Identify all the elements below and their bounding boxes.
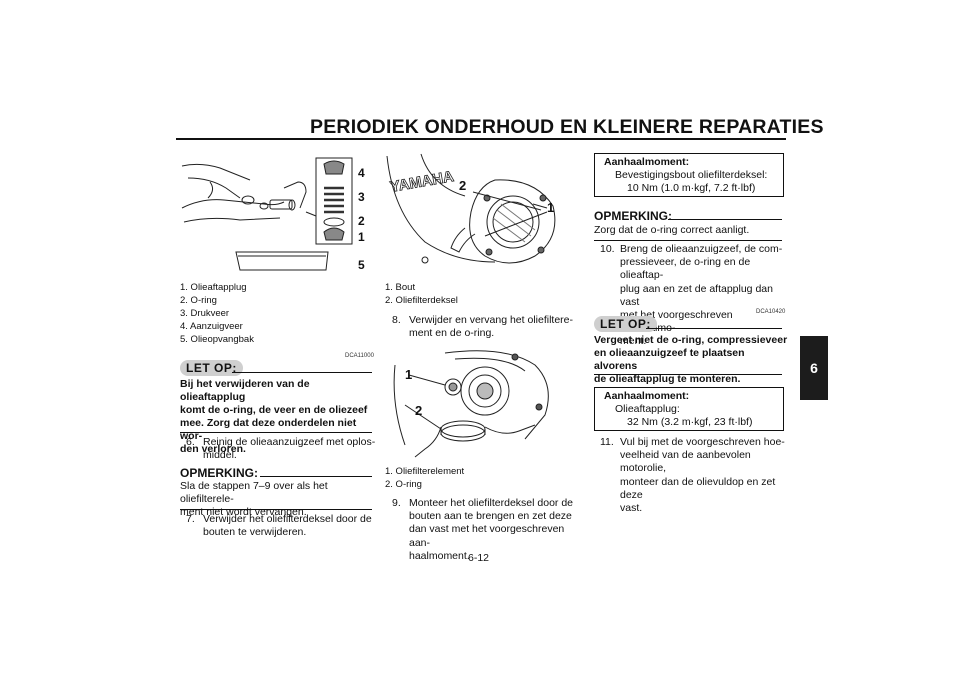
torque-box-drain-plug: Aanhaalmoment: Olieaftapplug: 32 Nm (3.2… — [594, 387, 784, 431]
step-line: plug aan en zet de aftapplug dan vast — [620, 282, 773, 308]
caption-item: 1. Olieaftapplug — [180, 282, 247, 293]
caution-line: komt de o-ring, de veer en de oliezeef — [180, 404, 368, 416]
caption-item: 5. Olieopvangbak — [180, 334, 254, 345]
caution-line: mee. Zorg dat deze onderdelen niet wor- — [180, 417, 357, 442]
step-line: monteer dan de olievuldop en zet deze — [620, 475, 776, 501]
caption-item: 2. O-ring — [385, 479, 422, 490]
callout-1: 1 — [547, 200, 555, 215]
caution-rule — [232, 372, 372, 373]
step-line: veelheid van de aanbevolen motorolie, — [620, 449, 751, 475]
step-10: 10. Breng de olieaanzuigzeef, de com- pr… — [600, 243, 790, 349]
step-8: 8. Verwijder en vervang het oliefiltere-… — [392, 314, 582, 340]
step-11: 11. Vul bij met de voorgeschreven hoe- v… — [600, 436, 790, 515]
step-line: Verwijder het oliefilterdeksel door de — [203, 513, 372, 525]
caption-item: 3. Drukveer — [180, 308, 230, 319]
figure-caption-list: 1. Oliefilterelement 2. O-ring — [385, 465, 464, 491]
caution-line: de olieaftapplug te monteren. — [594, 373, 741, 385]
step-number: 6. — [186, 436, 195, 448]
step-line: Breng de olieaanzuigzeef, de com- — [620, 243, 783, 255]
step-line: dan vast met het voorgeschreven aan- — [409, 523, 565, 549]
caution-rule — [646, 328, 782, 329]
caution-line: Bij het verwijderen van de olieaftapplug — [180, 378, 310, 403]
caption-item: 4. Aanzuigveer — [180, 321, 243, 332]
step-line: bouten aan te brengen en zet deze — [409, 510, 572, 523]
caution-line: Vergeet niet de o-ring, compressieveer — [594, 334, 788, 346]
callout-2: 2 — [415, 403, 423, 418]
drain-plug-illustration — [181, 157, 353, 271]
note-heading: OPMERKING: — [594, 209, 672, 223]
step-line: ment en de o-ring. — [409, 327, 495, 340]
step-number: 7. — [186, 513, 195, 525]
caution-line: en olieaanzuigzeef te plaatsen alvorens — [594, 347, 745, 372]
callout-2: 2 — [358, 214, 365, 228]
note-line: Sla de stappen 7–9 over als het oliefilt… — [180, 480, 328, 506]
note-text: Zorg dat de o-ring correct aanligt. — [594, 224, 789, 237]
note-line: Zorg dat de o-ring correct aanligt. — [594, 224, 750, 236]
figure-oil-drain-plug: 4 3 2 1 5 — [180, 152, 372, 280]
page-number: 6-12 — [468, 552, 490, 564]
step-6: 6. Reinig de olieaanzuigzeef met oplos-m… — [186, 436, 376, 462]
chapter-tab: 6 — [800, 336, 828, 400]
step-number: 9. — [392, 497, 401, 509]
callout-4: 4 — [358, 166, 365, 180]
callout-2: 2 — [459, 178, 467, 193]
step-line: Reinig de olieaanzuigzeef met oplos- — [203, 436, 376, 448]
header-rule — [176, 138, 786, 140]
note-rule — [260, 476, 372, 477]
caption-item: 2. O-ring — [180, 295, 217, 306]
page-title: PERIODIEK ONDERHOUD EN KLEINERE REPARATI… — [310, 116, 824, 138]
caution-badge: LET OP: — [180, 360, 243, 376]
filter-element-illustration — [393, 350, 549, 458]
step-number: 11. — [600, 436, 614, 448]
torque-title: Aanhaalmoment: — [604, 390, 690, 402]
callout-3: 3 — [358, 190, 365, 204]
caution-code: DCA10420 — [756, 309, 786, 315]
step-line: Verwijder en vervang het oliefiltere- — [409, 314, 574, 326]
step-line: bouten te verwijderen. — [203, 526, 307, 539]
caution-text: Vergeet niet de o-ring, compressieveer e… — [594, 334, 789, 386]
note-heading: OPMERKING: — [180, 466, 258, 480]
step-number: 8. — [392, 314, 401, 326]
torque-item: Bevestigingsbout oliefilterdeksel: — [615, 169, 768, 181]
caution-end-rule — [594, 374, 782, 375]
caption-item: 1. Bout — [385, 282, 416, 293]
caption-item: 1. Oliefilterelement — [385, 466, 465, 477]
step-line: haalmoment. — [409, 549, 470, 562]
step-line: ment. — [620, 335, 647, 348]
note-end-rule — [180, 509, 372, 510]
figure-caption-list: 1. Bout 2. Oliefilterdeksel — [385, 281, 458, 307]
torque-item: Olieaftapplug: — [615, 403, 680, 415]
caution-text: Bij het verwijderen van de olieaftapplug… — [180, 378, 375, 456]
step-7: 7. Verwijder het oliefilterdeksel door d… — [186, 513, 376, 539]
torque-value: 10 Nm (1.0 m·kgf, 7.2 ft·lbf) — [627, 182, 756, 194]
figure-oil-filter-element: 1 2 — [385, 345, 577, 463]
callout-1: 1 — [358, 230, 365, 244]
caution-end-rule — [180, 432, 372, 433]
step-9: 9. Monteer het oliefilterdeksel door de … — [392, 497, 582, 563]
note-rule — [668, 219, 782, 220]
figure-oil-filter-cover: YAMAHA 2 1 — [385, 152, 577, 280]
torque-box-filter-cover: Aanhaalmoment: Bevestigingsbout oliefilt… — [594, 153, 784, 197]
callout-5: 5 — [358, 258, 365, 272]
step-line: Monteer het oliefilterdeksel door de — [409, 497, 574, 509]
caution-badge: LET OP: — [594, 316, 657, 332]
step-number: 10. — [600, 243, 615, 255]
filter-cover-illustration: YAMAHA — [386, 153, 556, 264]
step-line: middel. — [203, 449, 237, 462]
torque-title: Aanhaalmoment: — [604, 156, 690, 168]
callout-1: 1 — [405, 367, 413, 382]
caption-item: 2. Oliefilterdeksel — [385, 295, 458, 306]
step-line: Vul bij met de voorgeschreven hoe- — [620, 436, 785, 448]
brand-logo: YAMAHA — [389, 168, 456, 196]
torque-value: 32 Nm (3.2 m·kgf, 23 ft·lbf) — [627, 416, 753, 428]
figure-caption-list: 1. Olieaftapplug 2. O-ring 3. Drukveer 4… — [180, 281, 254, 346]
caution-line: den verloren. — [180, 443, 246, 455]
note-end-rule — [594, 240, 782, 241]
caution-code: DCA11000 — [345, 353, 374, 359]
step-line: vast. — [620, 502, 643, 515]
step-line: pressieveer, de o-ring en de olieaftap- — [620, 256, 751, 282]
